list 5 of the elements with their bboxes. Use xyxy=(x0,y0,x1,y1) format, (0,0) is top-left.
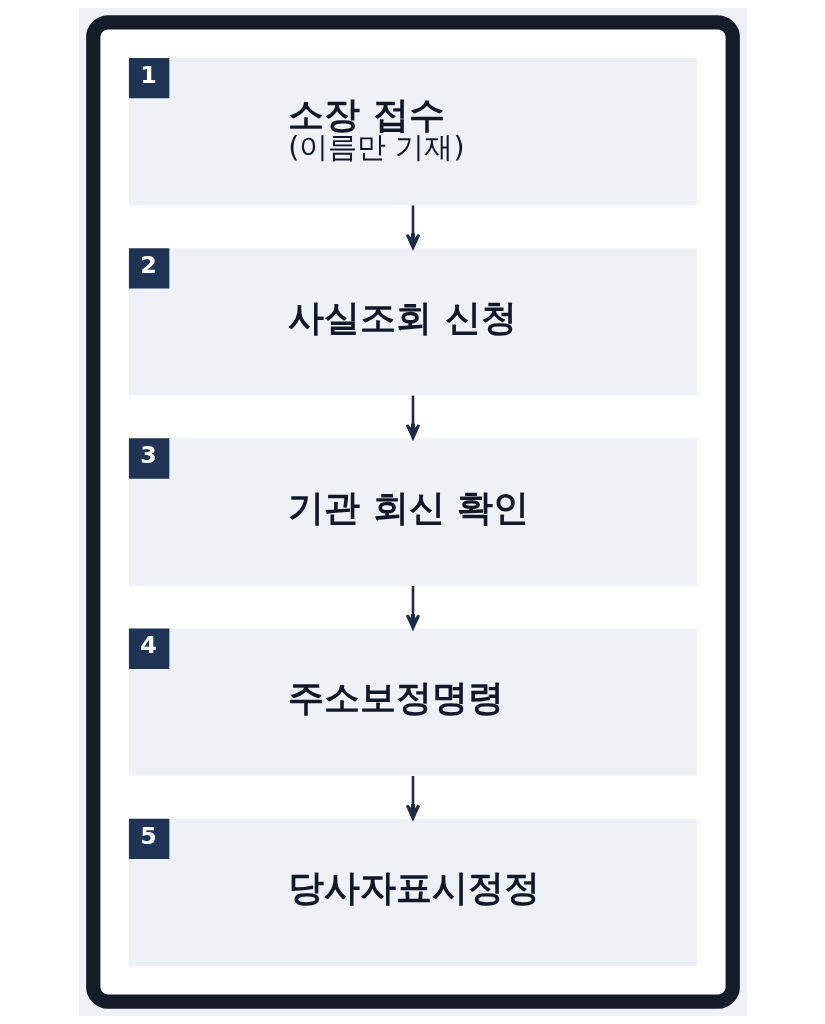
arrow xyxy=(405,776,420,820)
arrow xyxy=(405,585,420,630)
cluster xyxy=(85,15,740,1009)
arrow xyxy=(405,395,420,440)
arrow xyxy=(405,205,420,250)
